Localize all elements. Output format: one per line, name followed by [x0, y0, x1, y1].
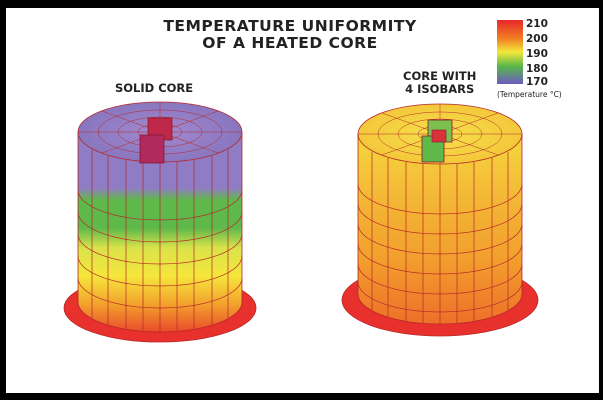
figure-title-line-1: TEMPERATURE UNIFORMITY: [163, 17, 417, 35]
solid-core-heater-lower: [139, 134, 165, 164]
isobar-core-label-line-2: 4 ISOBARS: [405, 82, 475, 96]
solid-core-model: [63, 101, 257, 343]
figure-title: TEMPERATURE UNIFORMITY OF A HEATED CORE: [120, 18, 460, 52]
isobar-core-label: CORE WITH 4 ISOBARS: [403, 70, 476, 96]
legend-tick-190: 190: [526, 48, 548, 60]
figure-title-line-2: OF A HEATED CORE: [202, 34, 378, 52]
isobar-core-hotspot: [431, 129, 447, 143]
legend-tick-210: 210: [526, 18, 548, 30]
isobar-core-model: [341, 103, 539, 337]
solid-core-label: SOLID CORE: [115, 81, 194, 95]
legend-tick-200: 200: [526, 33, 548, 45]
legend-tick-180: 180: [526, 63, 548, 75]
legend-caption: (Temperature °C): [497, 90, 562, 99]
solid-core-mesh: [77, 150, 243, 332]
legend-tick-170: 170: [526, 76, 548, 88]
isobar-core-label-line-1: CORE WITH: [403, 69, 477, 83]
legend-color-bar: [497, 20, 523, 84]
isobar-core-mesh: [357, 152, 523, 324]
